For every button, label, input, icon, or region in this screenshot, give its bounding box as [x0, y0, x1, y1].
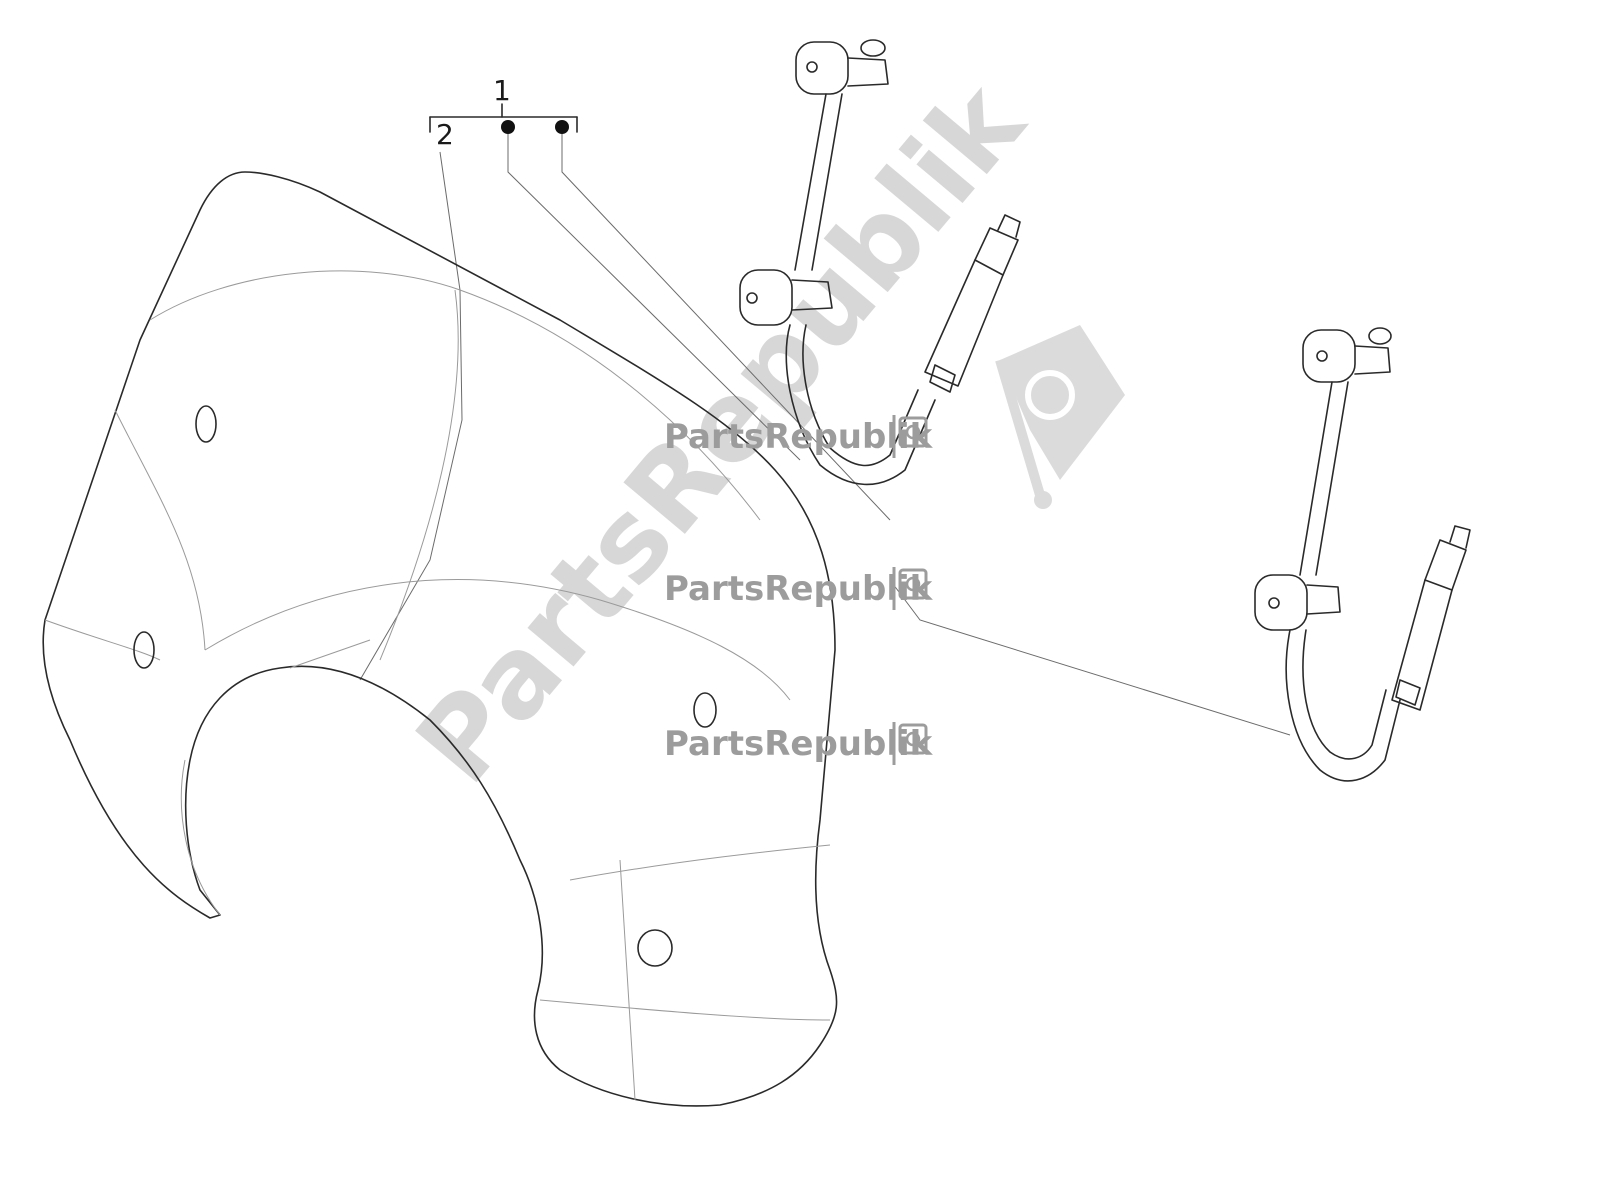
watermark-text-3: PartsRepublik [664, 724, 934, 764]
gear-icon [898, 416, 928, 448]
callout-number-1: 1 [493, 74, 511, 107]
watermark-stamp-2: PartsRepublik [664, 567, 934, 610]
gear-icon [898, 723, 928, 755]
watermark-stamp-3: PartsRepublik [664, 722, 934, 765]
mounting-bracket-lower [1254, 327, 1471, 782]
callout-group-1: 1 2 [429, 74, 578, 151]
callout-dot-right [555, 120, 569, 134]
watermark-text-1: PartsRepublik [664, 417, 934, 457]
watermark-text-2: PartsRepublik [664, 569, 934, 609]
watermark-stamp-1: PartsRepublik [664, 415, 934, 458]
mount-hole-4 [637, 929, 673, 967]
mount-hole-2 [133, 631, 155, 669]
watermark-flag-logo [995, 325, 1125, 509]
mounting-bracket-upper [739, 39, 1021, 486]
mount-hole-3 [693, 692, 717, 728]
callout-dot-left [501, 120, 515, 134]
callout-number-2: 2 [436, 118, 454, 151]
mount-hole-1 [195, 405, 217, 443]
windshield [42, 171, 838, 1107]
gear-icon [898, 568, 928, 600]
